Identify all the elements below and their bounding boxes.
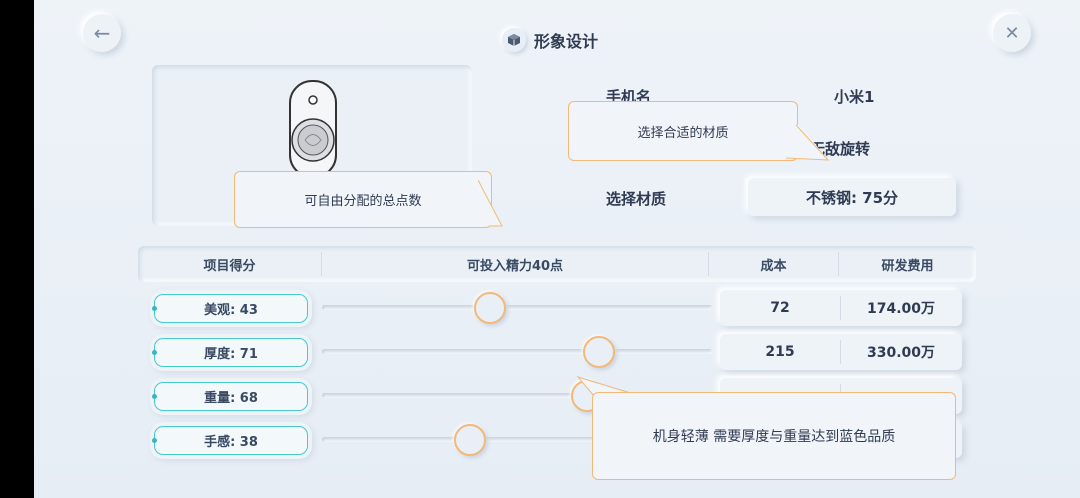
- col-rd-header: 研发费用: [881, 258, 934, 274]
- game-screen: ← ✕ 形象设计 手机名 小米1 无敌旋转 选择材质 不锈钢: 75分 项目得分: [34, 0, 1080, 498]
- page-title: 形象设计: [534, 32, 599, 51]
- close-button[interactable]: ✕: [993, 14, 1031, 52]
- tooltip-tail: [478, 180, 503, 227]
- col-score-header: 项目得分: [203, 258, 256, 274]
- row-label-appearance: 美观: 43: [152, 294, 308, 323]
- row-label-text: 厚度: 71: [204, 347, 258, 362]
- slider-knob-thickness[interactable]: [582, 336, 615, 368]
- material-label: 选择材质: [606, 190, 667, 208]
- cost-value: 72: [770, 300, 790, 316]
- cube-icon: [502, 28, 526, 52]
- tooltip-text: 机身轻薄 需要厚度与重量达到蓝色品质: [652, 429, 896, 445]
- slider-knob-appearance[interactable]: [473, 292, 506, 324]
- back-arrow-icon: ←: [93, 21, 111, 45]
- rd-value: 330.00万: [866, 345, 936, 361]
- teal-dot-icon: [152, 350, 157, 355]
- tooltip-text: 选择合适的材质: [637, 125, 729, 141]
- page-header: 形象设计: [502, 28, 598, 52]
- header-divider: [708, 252, 709, 276]
- material-value: 不锈钢: 75分: [805, 188, 899, 207]
- cost-divider: [840, 296, 841, 320]
- row-label-feel: 手感: 38: [152, 426, 308, 455]
- tooltip-total-points: 可自由分配的总点数: [234, 171, 492, 228]
- tooltip-material: 选择合适的材质: [568, 101, 798, 161]
- tooltip-text: 可自由分配的总点数: [304, 194, 422, 209]
- cost-value: 215: [765, 344, 795, 360]
- close-icon: ✕: [1004, 22, 1020, 44]
- tooltip-tail: [576, 376, 635, 396]
- row-label-text: 手感: 38: [204, 435, 258, 450]
- cost-row-thickness: 215 330.00万: [720, 334, 962, 370]
- cost-divider: [840, 340, 841, 364]
- tooltip-tail: [786, 124, 830, 161]
- teal-dot-icon: [152, 306, 157, 311]
- cost-row-appearance: 72 174.00万: [720, 290, 962, 326]
- table-header: 项目得分 可投入精力40点 成本 研发费用: [138, 246, 976, 282]
- slider-track-feel[interactable]: [322, 437, 712, 442]
- slider-track-weight[interactable]: [322, 393, 712, 398]
- row-label-text: 美观: 43: [204, 303, 258, 318]
- phone-name-value: 小米1: [834, 88, 875, 106]
- material-select-button[interactable]: 不锈钢: 75分: [748, 178, 956, 216]
- tooltip-quality: 机身轻薄 需要厚度与重量达到蓝色品质: [592, 392, 956, 480]
- teal-dot-icon: [152, 438, 157, 443]
- col-energy-header: 可投入精力40点: [466, 258, 564, 274]
- header-divider: [321, 252, 322, 276]
- header-divider: [838, 252, 839, 276]
- row-label-weight: 重量: 68: [152, 382, 308, 411]
- slider-track-thickness[interactable]: [322, 349, 712, 354]
- rd-value: 174.00万: [866, 301, 936, 317]
- col-cost-header: 成本: [760, 258, 787, 274]
- slider-track-appearance[interactable]: [322, 305, 712, 310]
- row-label-thickness: 厚度: 71: [152, 338, 308, 367]
- teal-dot-icon: [152, 394, 157, 399]
- slider-knob-feel[interactable]: [454, 424, 487, 456]
- row-label-text: 重量: 68: [204, 391, 258, 406]
- design-value: 无敌旋转: [810, 140, 871, 158]
- phone-model-icon: [289, 80, 337, 178]
- back-button[interactable]: ←: [83, 14, 121, 52]
